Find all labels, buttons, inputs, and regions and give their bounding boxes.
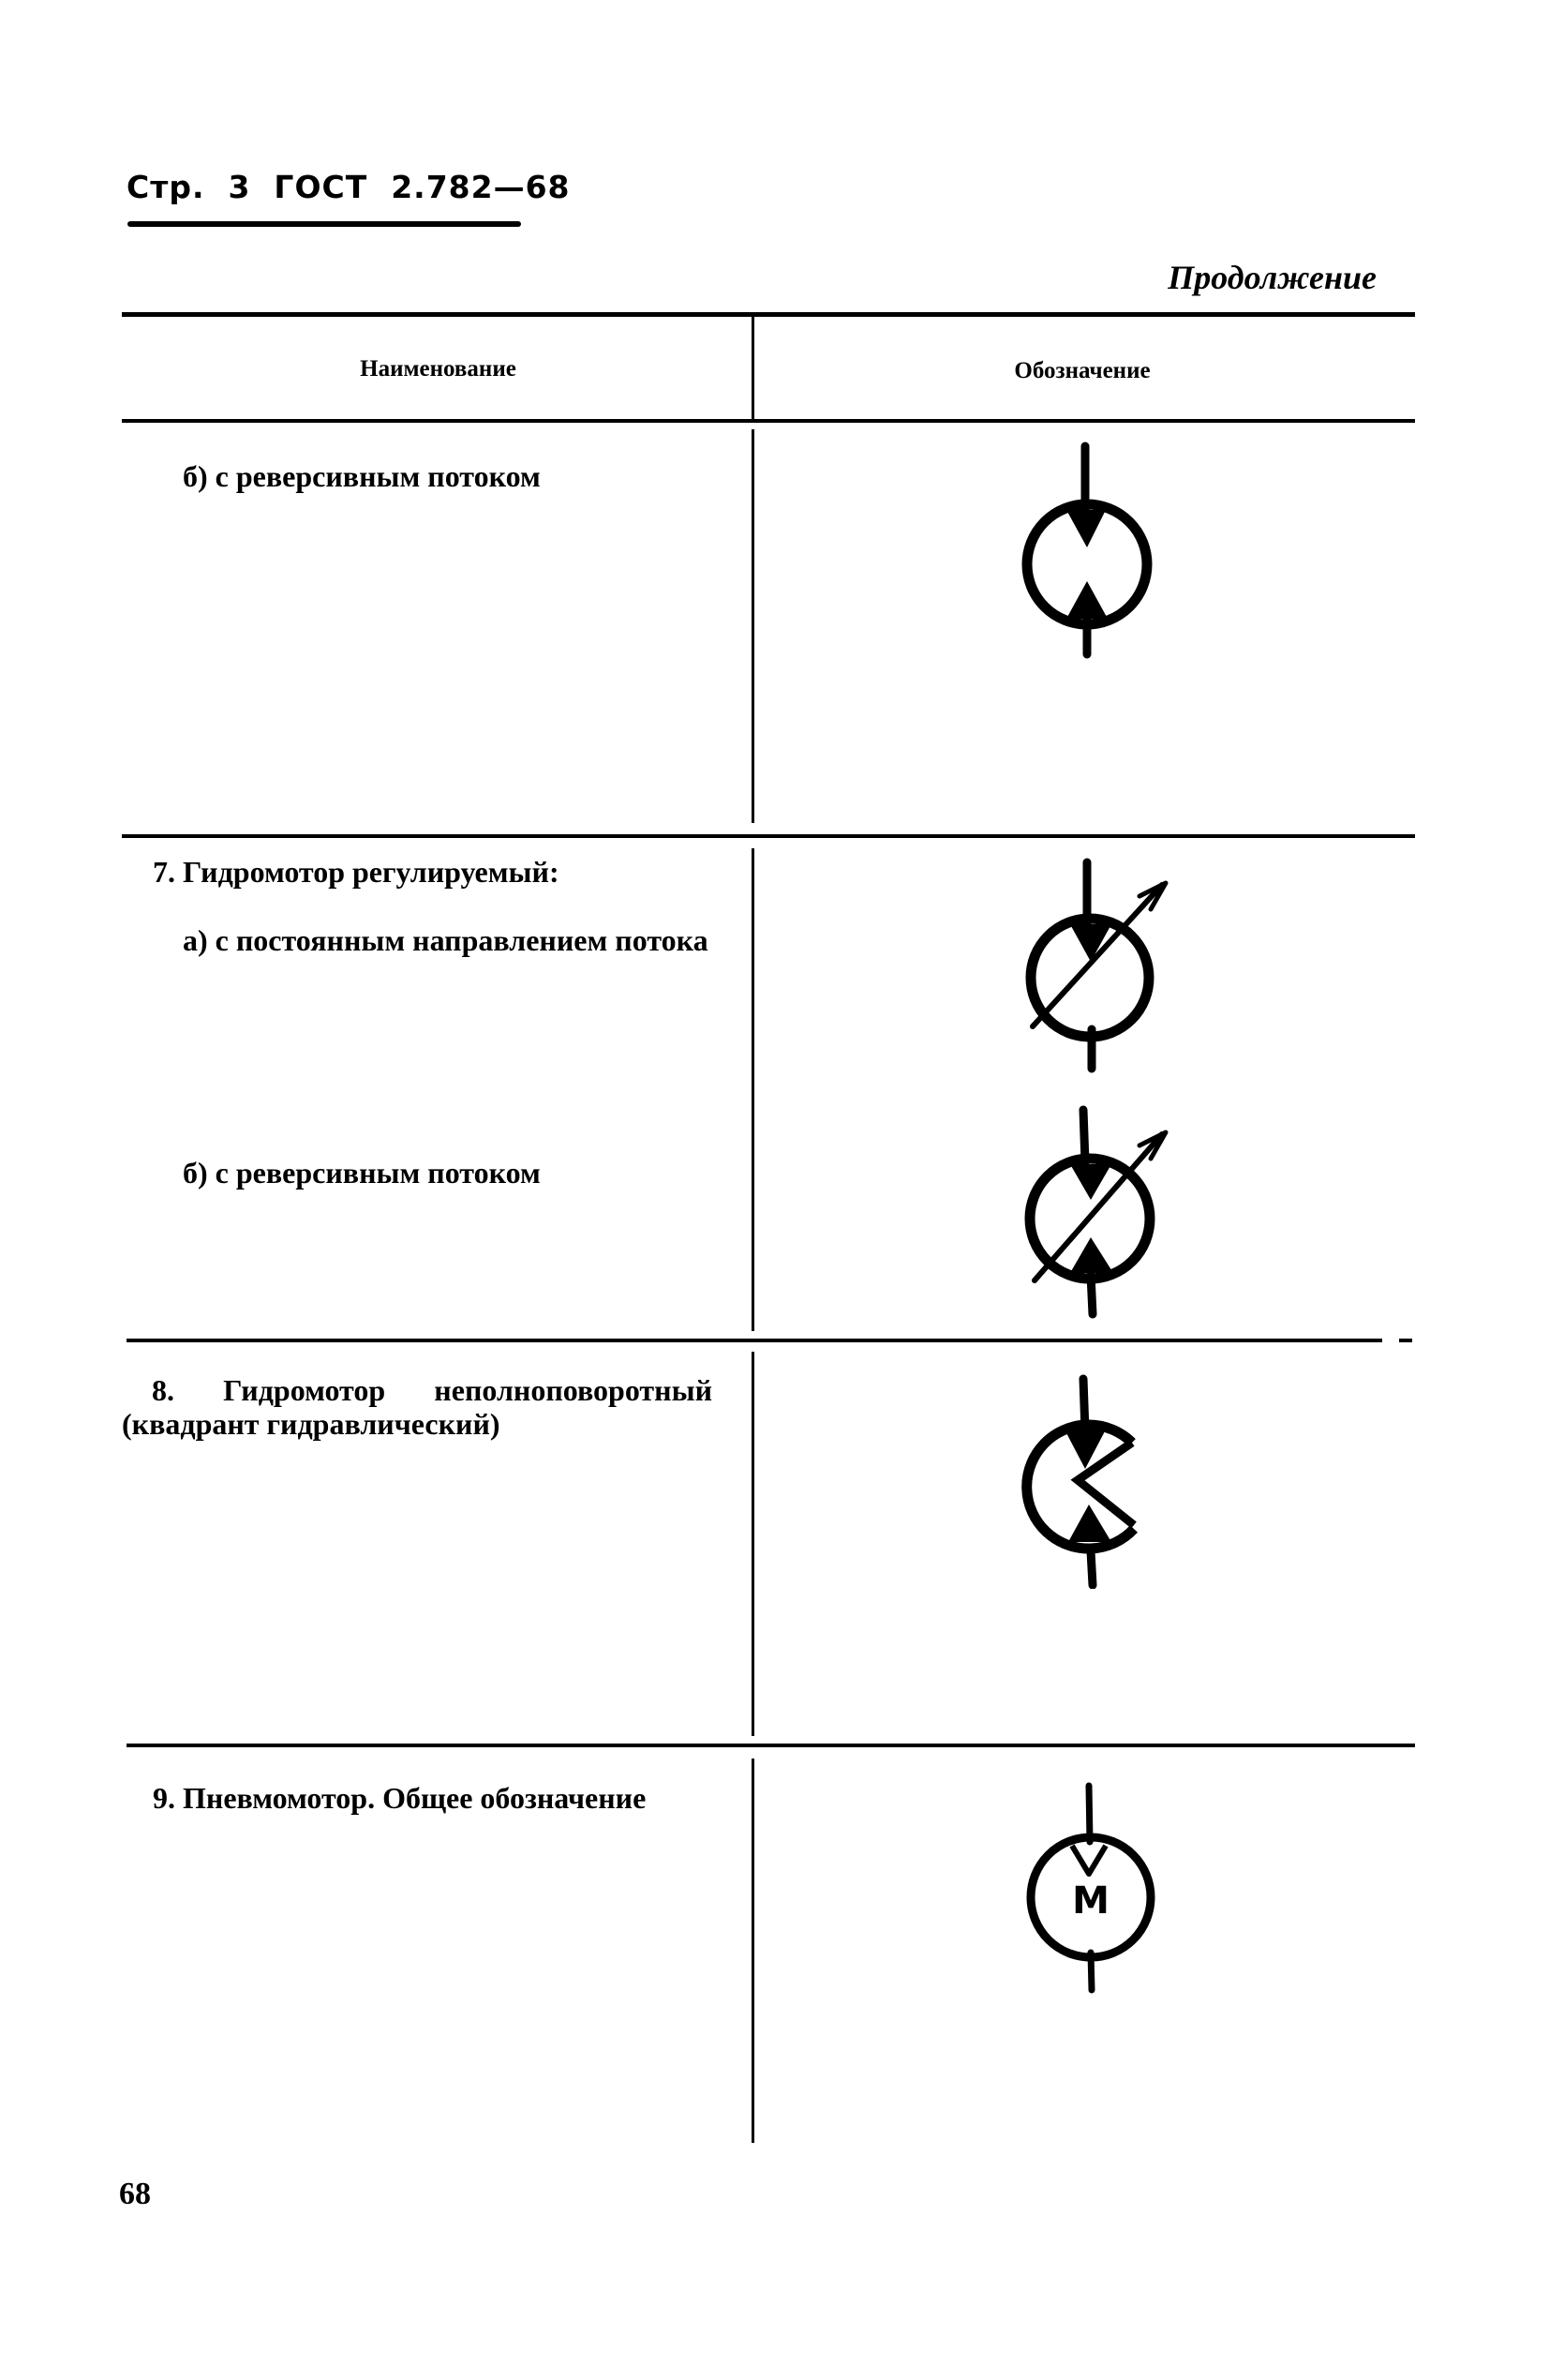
column-header-name: Наименование (360, 356, 516, 382)
continued-label: Продолжение (1168, 259, 1377, 296)
header-underline (127, 221, 521, 227)
page-number: 68 (119, 2177, 151, 2211)
row-divider (127, 1339, 1382, 1342)
column-divider (752, 1759, 754, 2143)
row-label-section-7: 7. Гидромотор регулируемый: (153, 855, 559, 889)
document-header: Стр. 3 ГОСТ 2.782—68 (127, 169, 571, 205)
adjustable-hydraulic-motor-reversible-icon (1024, 1105, 1169, 1319)
row-label-section-9: 9. Пневмомотор. Общее обозначение (153, 1781, 647, 1815)
row-label-section-8: 8. Гидромотор неполноповоротный (квадран… (122, 1373, 712, 1441)
row-label: б) с реверсивным потоком (183, 459, 541, 493)
column-divider (752, 429, 754, 823)
motor-letter: М (1072, 1879, 1110, 1923)
column-header-symbol: Обозначение (1014, 358, 1151, 383)
pneumatic-motor-icon: М (1026, 1782, 1155, 1994)
hydraulic-motor-reversible-icon (1021, 442, 1153, 659)
table-header-rule (122, 419, 1415, 423)
column-divider (752, 315, 754, 421)
adjustable-hydraulic-motor-unidirectional-icon (1025, 858, 1169, 1073)
row-label: б) с реверсивным потоком (183, 1156, 541, 1190)
row-label: а) с постоянным направлением потока (183, 923, 708, 957)
row-divider (127, 1744, 1415, 1747)
column-divider (752, 1352, 754, 1736)
row-divider (122, 834, 1415, 838)
row-divider-fragment (1399, 1339, 1412, 1342)
column-divider (752, 848, 754, 1331)
semi-rotary-hydraulic-motor-icon (1021, 1374, 1139, 1589)
table-top-rule (122, 312, 1415, 317)
